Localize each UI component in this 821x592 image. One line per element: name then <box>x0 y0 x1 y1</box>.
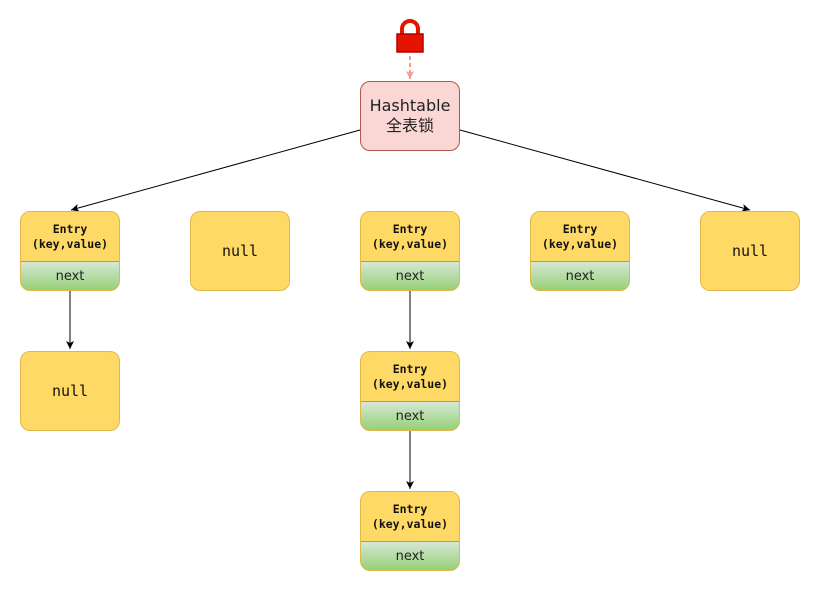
hashtable-title: Hashtable <box>369 96 451 115</box>
full-table-lock-label: 全表锁 <box>385 116 434 135</box>
bucket-1-null: null <box>190 211 290 291</box>
entry-title-line1: Entry <box>392 502 428 516</box>
bucket-2-chain-entry-3: Entry (key,value) next <box>360 491 460 571</box>
entry-next-pointer: next <box>361 261 459 290</box>
entry-next-pointer: next <box>361 541 459 570</box>
entry-title: Entry (key,value) <box>361 352 459 402</box>
root-to-bucket-0-edge <box>70 129 361 212</box>
root-to-bucket-4-edge <box>459 129 751 212</box>
entry-title-line1: Entry <box>392 222 428 236</box>
bucket-2-entry: Entry (key,value) next <box>360 211 460 291</box>
bucket-0-entry: Entry (key,value) next <box>20 211 120 291</box>
entry-next-pointer: next <box>21 261 119 290</box>
entry-title-line2: (key,value) <box>371 237 449 251</box>
entry-title-line1: Entry <box>52 222 88 236</box>
entry-title-line1: Entry <box>562 222 598 236</box>
entry-title-line2: (key,value) <box>31 237 109 251</box>
entry-next-pointer: next <box>361 401 459 430</box>
hashtable-node: Hashtable 全表锁 <box>360 81 460 151</box>
entry-title-line1: Entry <box>392 362 428 376</box>
bucket-3-entry: Entry (key,value) next <box>530 211 630 291</box>
entry-title: Entry (key,value) <box>361 212 459 262</box>
entry-title-line2: (key,value) <box>371 377 449 391</box>
bucket-4-null: null <box>700 211 800 291</box>
bucket-2-chain-entry-2: Entry (key,value) next <box>360 351 460 431</box>
lock-icon <box>396 19 424 53</box>
entry-next-pointer: next <box>531 261 629 290</box>
entry-title: Entry (key,value) <box>531 212 629 262</box>
entry-title: Entry (key,value) <box>21 212 119 262</box>
bucket-0-chain-null: null <box>20 351 120 431</box>
entry-title-line2: (key,value) <box>371 517 449 531</box>
entry-title-line2: (key,value) <box>541 237 619 251</box>
entry-title: Entry (key,value) <box>361 492 459 542</box>
